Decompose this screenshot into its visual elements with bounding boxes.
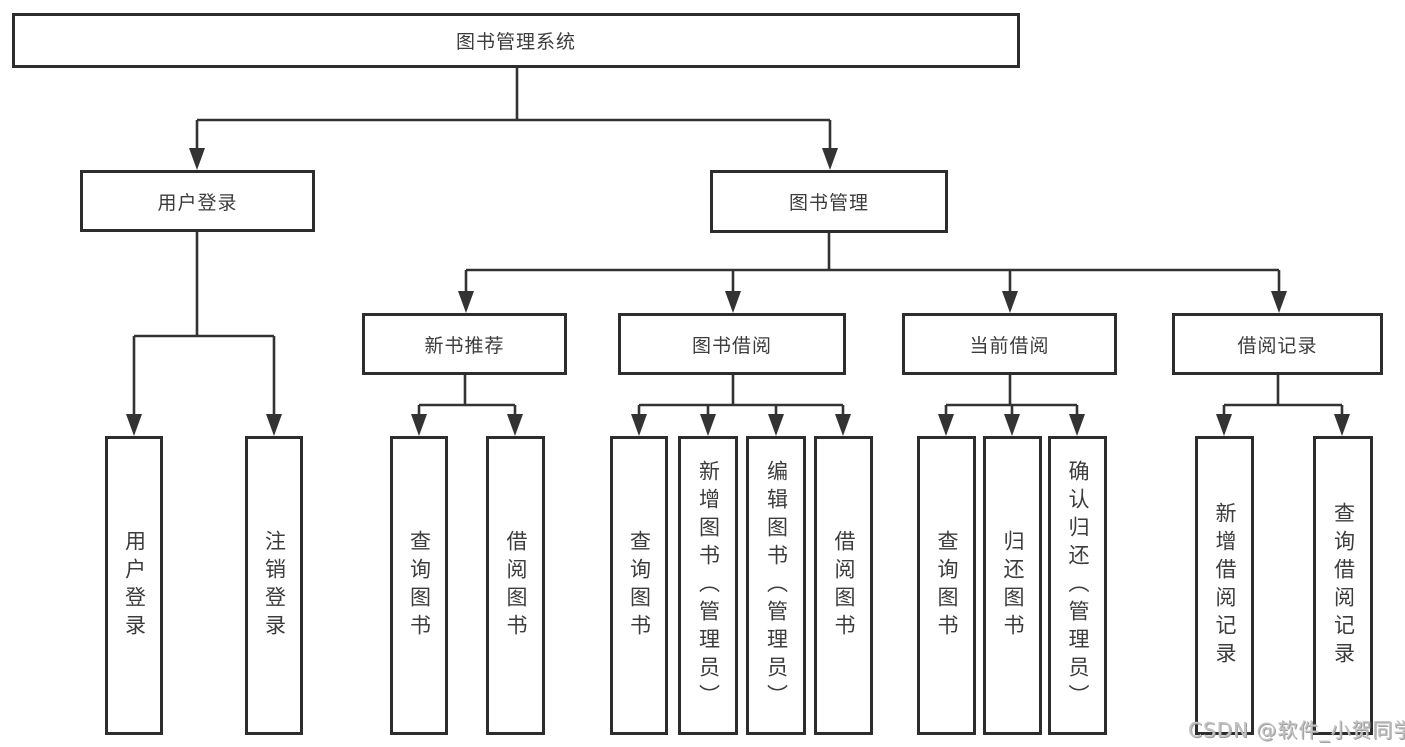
- leaf-label: 查询借阅记录: [1331, 501, 1356, 670]
- node-leaf-borrow-books-borrowing: 借阅图书: [814, 436, 873, 735]
- node-leaf-edit-book-admin: 编辑图书（管理员）: [746, 436, 806, 735]
- node-leaf-return-books: 归还图书: [983, 436, 1042, 735]
- node-root-label: 图书管理系统: [455, 31, 576, 53]
- leaf-label: 借阅图书: [832, 529, 856, 642]
- leaf-label: 查询图书: [935, 529, 959, 642]
- leaf-label: 编辑图书（管理员）: [764, 459, 789, 712]
- node-root-system: 图书管理系统: [12, 13, 1020, 68]
- leaf-label: 新增图书（管理员）: [696, 459, 721, 712]
- leaf-label: 查询图书: [627, 529, 652, 642]
- node-leaf-query-books-borrowing: 查询图书: [610, 436, 668, 735]
- node-borrowing-records-label: 借阅记录: [1237, 334, 1318, 357]
- node-leaf-user-login: 用户登录: [105, 436, 163, 735]
- node-current-borrowing-label: 当前借阅: [969, 334, 1050, 357]
- node-user-login: 用户登录: [80, 170, 315, 232]
- node-current-borrowing: 当前借阅: [902, 313, 1117, 375]
- csdn-watermark: CSDN @软件_小贺同学: [1188, 718, 1405, 742]
- node-leaf-query-books-recommend: 查询图书: [390, 436, 448, 735]
- node-book-borrowing-label: 图书借阅: [691, 334, 772, 357]
- leaf-label: 归还图书: [1001, 529, 1025, 642]
- leaf-label: 借阅图书: [504, 529, 528, 642]
- node-new-book-recommend-label: 新书推荐: [424, 334, 505, 357]
- node-leaf-query-borrow-record: 查询借阅记录: [1313, 436, 1373, 735]
- node-borrowing-records: 借阅记录: [1172, 313, 1383, 375]
- leaf-label: 查询图书: [407, 529, 432, 642]
- node-book-borrowing: 图书借阅: [618, 313, 846, 375]
- leaf-label: 注销登录: [262, 529, 287, 642]
- node-leaf-add-borrow-record: 新增借阅记录: [1195, 436, 1254, 735]
- leaf-label: 用户登录: [122, 529, 147, 642]
- node-leaf-confirm-return-admin: 确认归还（管理员）: [1048, 436, 1107, 735]
- node-leaf-logout: 注销登录: [245, 436, 303, 735]
- node-user-login-label: 用户登录: [157, 191, 238, 214]
- node-book-management: 图书管理: [710, 170, 948, 233]
- node-leaf-add-book-admin: 新增图书（管理员）: [678, 436, 738, 735]
- node-leaf-query-books-current: 查询图书: [917, 436, 976, 735]
- leaf-label: 新增借阅记录: [1213, 501, 1237, 670]
- node-book-management-label: 图书管理: [788, 192, 869, 214]
- node-leaf-borrow-books-recommend: 借阅图书: [486, 436, 545, 735]
- node-new-book-recommend: 新书推荐: [362, 313, 567, 375]
- leaf-label: 确认归还（管理员）: [1066, 459, 1090, 712]
